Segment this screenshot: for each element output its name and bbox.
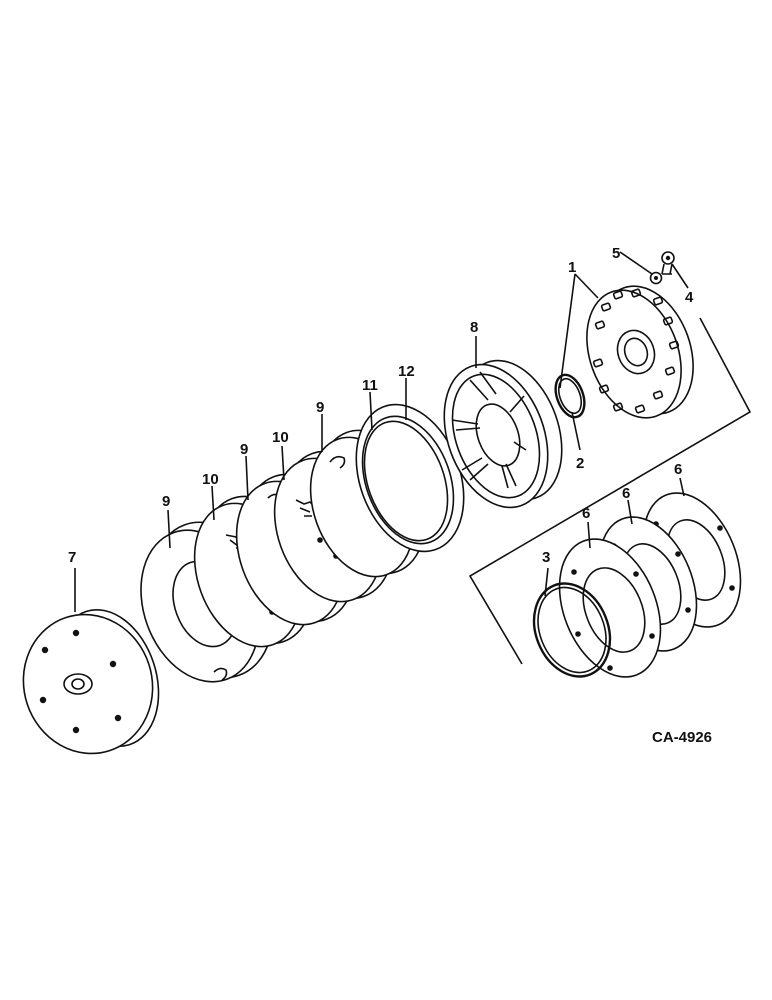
callout-2: 2 bbox=[576, 455, 584, 472]
callout-8: 8 bbox=[470, 319, 478, 336]
callout-6-front: 6 bbox=[582, 505, 590, 522]
callout-9-front: 9 bbox=[162, 493, 170, 510]
part-2-snap-ring bbox=[554, 373, 586, 419]
part-7-pressure-plate bbox=[22, 608, 160, 755]
callout-6-middle: 6 bbox=[622, 485, 630, 502]
part-8-piston bbox=[443, 359, 563, 509]
callout-10-front: 10 bbox=[202, 471, 219, 488]
drawing-code: CA-4926 bbox=[652, 729, 712, 746]
callout-12: 12 bbox=[398, 363, 415, 380]
callout-3: 3 bbox=[542, 549, 550, 566]
callout-11: 11 bbox=[362, 377, 378, 394]
part-5-washer bbox=[649, 271, 663, 285]
callout-10-rear: 10 bbox=[272, 429, 289, 446]
part-12-inner-seal bbox=[361, 415, 455, 545]
callout-9-middle: 9 bbox=[240, 441, 248, 458]
callout-5: 5 bbox=[612, 245, 620, 262]
kit-grouping-outline bbox=[468, 317, 752, 665]
part-3-o-ring bbox=[532, 582, 612, 678]
callout-9-rear: 9 bbox=[316, 399, 324, 416]
part-1-clutch-housing bbox=[586, 285, 694, 419]
callout-6-rear: 6 bbox=[674, 461, 682, 478]
leader-lines bbox=[74, 251, 689, 612]
callout-1: 1 bbox=[568, 259, 576, 276]
part-6-separator-plate-front bbox=[558, 538, 662, 678]
part-4-fitting bbox=[661, 251, 675, 275]
callout-labels: 1 2 3 4 5 6 6 6 7 8 9 9 9 10 10 11 12 bbox=[68, 245, 694, 566]
callout-4: 4 bbox=[685, 289, 694, 306]
callout-7: 7 bbox=[68, 549, 76, 566]
